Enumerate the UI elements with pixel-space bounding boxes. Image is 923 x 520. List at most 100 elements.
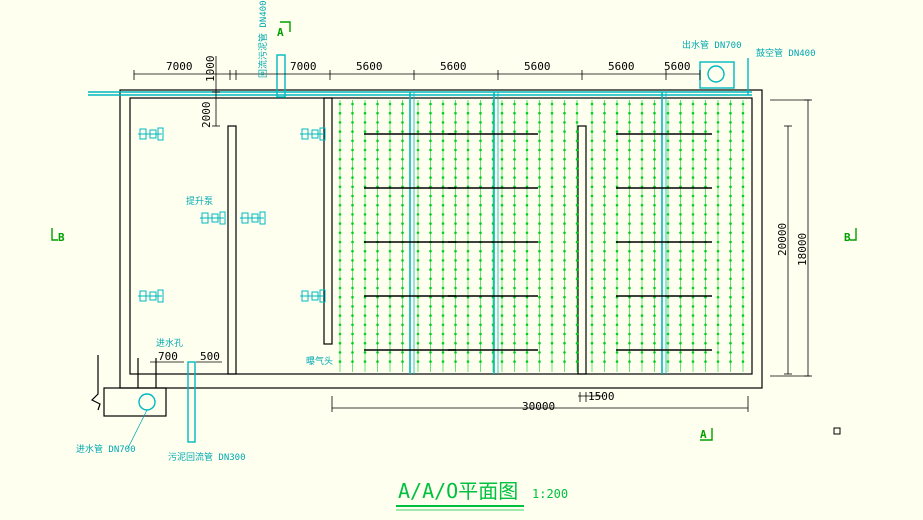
- diffuser-head: [603, 305, 606, 308]
- diffuser-head: [351, 305, 354, 308]
- diffuser-head: [429, 167, 432, 170]
- mixers: [138, 127, 326, 303]
- diffuser-head: [500, 231, 504, 235]
- diffuser-head: [429, 203, 432, 207]
- diffuser-head: [550, 167, 554, 170]
- diffuser-head: [351, 268, 354, 271]
- diffuser-head: [388, 268, 392, 271]
- diffuser-head: [575, 360, 579, 363]
- diffuser-head: [729, 222, 732, 225]
- diffuser-head: [454, 351, 457, 354]
- diffuser-head: [563, 185, 566, 189]
- diffuser-head: [550, 286, 554, 290]
- diffuser-head: [466, 277, 470, 281]
- diffuser-head: [615, 259, 619, 262]
- diffuser-head: [550, 240, 554, 244]
- diffuser-head: [351, 203, 354, 207]
- diffuser-head: [525, 332, 529, 336]
- diffuser-head: [590, 176, 594, 179]
- diffuser-head: [500, 139, 504, 143]
- diffuser-head: [691, 157, 695, 161]
- diffuser-head: [513, 157, 516, 161]
- diffuser-head: [691, 213, 695, 216]
- diffuser-head: [513, 341, 516, 345]
- diffuser-head: [615, 351, 619, 354]
- diffuser-head: [653, 259, 656, 262]
- diffuser-head: [376, 176, 379, 179]
- diffuser-head: [590, 111, 594, 115]
- diffuser-head: [704, 130, 707, 133]
- diffuser-head: [603, 194, 606, 198]
- diffuser-head: [525, 277, 529, 281]
- diffuser-head: [628, 213, 631, 216]
- diffuser-head: [441, 167, 445, 170]
- diffuser-head: [479, 268, 482, 271]
- diffuser-head: [575, 157, 579, 161]
- diffuser-head: [513, 203, 516, 207]
- diffuser-head: [590, 222, 594, 225]
- diffuser-head: [628, 231, 631, 235]
- diffuser-head: [716, 203, 720, 207]
- title-scale: 1:200: [532, 487, 568, 501]
- diffuser-head: [416, 277, 420, 281]
- diffuser-head: [416, 341, 420, 345]
- diffuser-head: [590, 249, 594, 253]
- diffuser-head: [416, 176, 420, 179]
- diffuser-head: [479, 259, 482, 262]
- diffuser-head: [666, 268, 670, 271]
- diffuser-head: [388, 203, 392, 207]
- diffuser-head: [640, 332, 644, 336]
- diffuser-head: [575, 231, 579, 235]
- diffuser-head: [441, 111, 445, 115]
- diffuser-head: [590, 102, 594, 106]
- diffuser-head: [363, 286, 367, 290]
- diffuser-head: [351, 314, 354, 317]
- diffuser-head: [603, 148, 606, 152]
- tank-inner-wall: [129, 97, 753, 375]
- diffuser-head: [716, 139, 720, 143]
- diffuser-head: [454, 130, 457, 133]
- outlet-circle: [707, 65, 725, 83]
- diffuser-head: [513, 259, 516, 262]
- dim-top-7: 5600: [664, 60, 691, 73]
- diffuser-head: [388, 341, 392, 345]
- diffuser-head: [679, 139, 682, 143]
- diffuser-head: [351, 286, 354, 290]
- diffuser-head: [538, 222, 541, 225]
- diffuser-head: [563, 277, 566, 281]
- diffuser-head: [575, 323, 579, 327]
- diffuser-head: [351, 102, 354, 106]
- diffuser-head: [640, 305, 644, 308]
- diffuser-head: [666, 351, 670, 354]
- diffuser-head: [454, 341, 457, 345]
- diffuser-head: [666, 332, 670, 336]
- diffuser-head: [590, 323, 594, 327]
- diffuser-head: [741, 167, 745, 170]
- diffuser-head: [691, 111, 695, 115]
- mixer-right-top: [300, 127, 326, 141]
- dim-bottom-30000: 30000: [522, 400, 555, 413]
- diffuser-head: [640, 259, 644, 262]
- diffuser-head: [363, 102, 367, 106]
- diffuser-head: [653, 249, 656, 253]
- diffuser-head: [441, 268, 445, 271]
- diffuser-head: [628, 130, 631, 133]
- diffuser-head: [653, 277, 656, 281]
- diffuser-head: [363, 203, 367, 207]
- diffuser-head: [640, 277, 644, 281]
- diffuser-head: [691, 332, 695, 336]
- diffuser-head: [401, 121, 404, 124]
- diffuser-head: [615, 139, 619, 143]
- diffuser-head: [679, 314, 682, 317]
- diffuser-head: [416, 222, 420, 225]
- diffuser-head: [729, 277, 732, 281]
- diffuser-head: [615, 121, 619, 124]
- diffuser-head: [691, 231, 695, 235]
- diffuser-head: [679, 351, 682, 354]
- diffuser-head: [454, 305, 457, 308]
- diffuser-head: [338, 130, 342, 133]
- diffuser-head: [729, 305, 732, 308]
- diffuser-head: [563, 231, 566, 235]
- diffuser-head: [691, 341, 695, 345]
- diffuser-head: [704, 351, 707, 354]
